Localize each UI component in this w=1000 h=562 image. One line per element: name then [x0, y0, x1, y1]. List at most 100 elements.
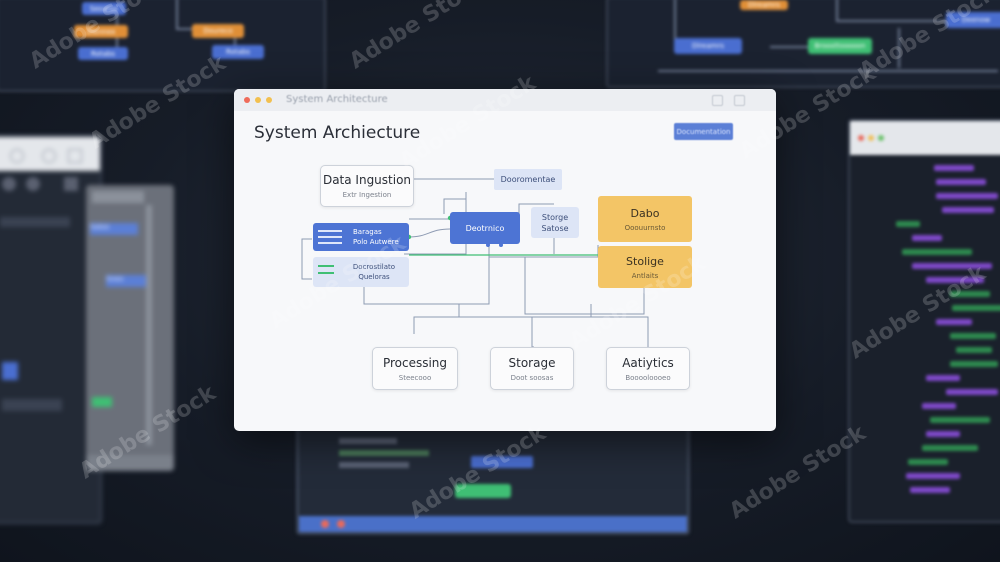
node-label: Storge — [541, 212, 569, 222]
window-title: System Architecture — [286, 94, 388, 105]
code-line — [950, 361, 998, 367]
close-dot[interactable] — [244, 97, 250, 103]
bg-window-left-inner: Saloo Sneo — [86, 185, 174, 471]
bg-window-top-left: Seoatex Dlennex Doureco Rotabs Rotabs — [0, 0, 326, 92]
code-line — [926, 277, 984, 283]
code-line — [936, 179, 986, 185]
documentation-button[interactable]: Documentation — [674, 123, 733, 140]
bg-row — [86, 455, 174, 471]
connector — [518, 203, 554, 214]
api-gateway-node[interactable]: Baragas Polo Autwere — [313, 223, 409, 251]
maximize-dot[interactable] — [266, 97, 272, 103]
node-title: Processing — [382, 355, 448, 370]
code-line — [910, 487, 950, 493]
connector — [898, 28, 900, 68]
architecture-window: System Architecture System Archiecture D… — [234, 89, 776, 431]
code-line — [942, 207, 994, 213]
code-line — [906, 473, 960, 479]
list-icon — [318, 236, 342, 238]
page-title: System Archiecture — [254, 123, 421, 143]
connector — [658, 70, 998, 72]
node-title: Stolige — [626, 254, 664, 268]
bg-node: Broosttooooon — [808, 38, 872, 54]
window-icon[interactable] — [734, 95, 745, 106]
bg-node: Rotabs — [78, 47, 128, 60]
bg-icon — [2, 177, 16, 191]
minimize-dot[interactable] — [255, 97, 261, 103]
bg-window-bottom — [296, 425, 690, 535]
bg-row — [339, 450, 429, 456]
close-dot — [858, 135, 864, 141]
code-line — [950, 333, 996, 339]
bg-node: Dlennex — [74, 25, 128, 38]
node-title: Data Ingustion — [322, 173, 412, 187]
node-label: Baragas — [353, 228, 382, 236]
bg-window-left — [0, 135, 102, 524]
bg-node: Deenow — [946, 12, 1000, 28]
bg-row — [92, 191, 144, 203]
bg-window-code — [848, 119, 1000, 523]
bg-scrollbar — [146, 205, 152, 445]
data-box-node[interactable]: Dabo Ooouurnsto — [598, 196, 692, 242]
connector — [363, 244, 490, 305]
bg-row — [339, 462, 409, 468]
code-line — [926, 431, 960, 437]
bg-icon — [64, 177, 78, 191]
node-label: Deotrnico — [465, 223, 505, 233]
bg-row — [0, 217, 70, 227]
bg-row — [2, 399, 62, 411]
code-line — [956, 347, 992, 353]
connector-node — [499, 243, 503, 247]
connector — [413, 316, 649, 347]
bg-icon — [10, 149, 24, 163]
bg-row — [339, 438, 397, 444]
bg-node: Rotabs — [212, 45, 264, 59]
processing-node[interactable]: Processing Steecooo — [372, 347, 458, 390]
code-line — [936, 193, 998, 199]
connector — [770, 46, 808, 48]
list-icon — [318, 272, 334, 274]
node-subtitle: Extr Ingestion — [342, 191, 392, 199]
storage-box-node[interactable]: Stolige Antlaits — [598, 246, 692, 288]
storage-small-node[interactable]: Storge Satose — [531, 207, 579, 238]
bg-icon — [337, 520, 345, 528]
minimize-dot — [868, 135, 874, 141]
node-title: Storage — [508, 355, 556, 370]
data-ingestion-node[interactable]: Data Ingustion Extr Ingestion — [320, 165, 414, 207]
connector — [524, 257, 645, 315]
bg-window-top-right: Dlreamrs Dlreamrs Broosttooooon Deenow — [606, 0, 1000, 88]
diagram-connectors — [301, 178, 649, 348]
node-subtitle: Booooloooeo — [625, 373, 671, 382]
bg-node: Dlreamrs — [674, 38, 742, 54]
connector — [674, 0, 676, 46]
bg-icon — [68, 149, 82, 163]
bg-node: Seoatex — [82, 2, 126, 15]
bg-row — [92, 397, 112, 407]
node-sub: Queloras — [358, 273, 390, 281]
analytics-node[interactable]: Aatiytics Booooloooeo — [606, 347, 690, 390]
connector — [301, 238, 312, 280]
window-icon[interactable] — [712, 95, 723, 106]
node-title: Aatiytics — [622, 355, 674, 370]
code-line — [896, 221, 920, 227]
node-subtitle: Doot soosas — [510, 373, 554, 382]
database-node[interactable]: Deotrnico — [450, 212, 520, 244]
code-line — [908, 459, 948, 465]
bg-node — [455, 484, 511, 498]
window-titlebar[interactable]: System Architecture — [234, 89, 776, 111]
bg-node: Dlreamrs — [740, 0, 788, 10]
connector — [408, 228, 451, 238]
bg-titlebar — [850, 121, 1000, 155]
code-line — [952, 305, 1000, 311]
connector — [836, 0, 838, 20]
list-icon — [318, 230, 342, 232]
storage-node[interactable]: Storage Doot soosas — [490, 347, 574, 390]
node-title: Dabo — [630, 206, 660, 220]
list-icon — [318, 242, 342, 244]
node-sub: Satose — [541, 223, 569, 233]
code-line — [902, 249, 972, 255]
bg-row: Sneo — [106, 275, 146, 287]
bg-statusbar — [299, 516, 687, 532]
documentation-node[interactable]: Dooromentae — [494, 169, 562, 190]
bg-icon — [26, 177, 40, 191]
